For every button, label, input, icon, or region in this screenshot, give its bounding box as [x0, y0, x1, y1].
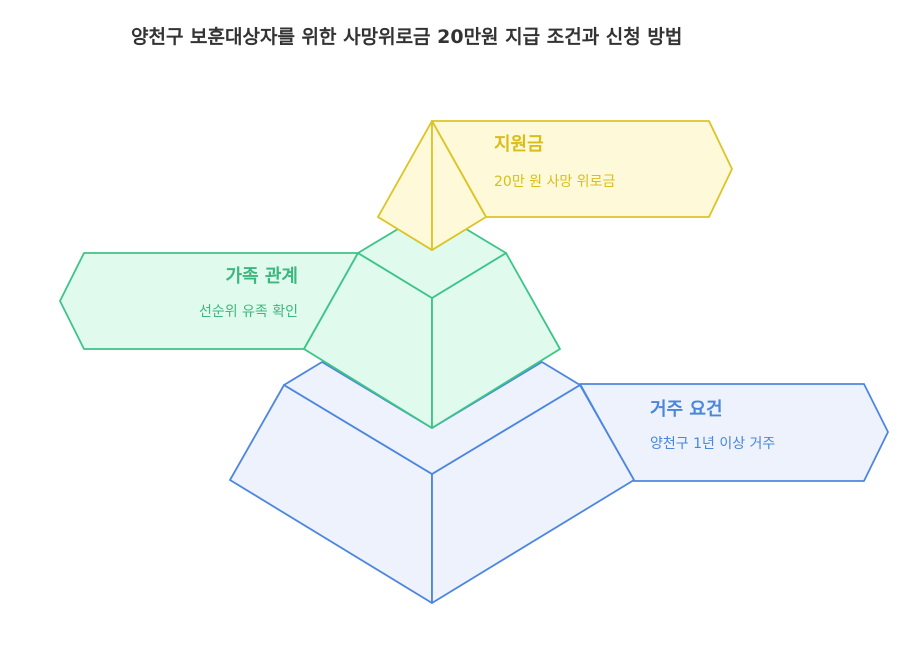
page-title: 양천구 보훈대상자를 위한 사망위로금 20만원 지급 조건과 신청 방법	[131, 26, 683, 48]
bottom-level-title: 거주 요건	[650, 399, 723, 420]
top-level-title: 지원금	[494, 134, 544, 155]
top-pyramid-face-left	[377, 120, 433, 251]
top-level-desc: 20만 원 사망 위로금	[494, 174, 615, 190]
middle-level-desc: 선순위 유족 확인	[199, 304, 298, 320]
level-middle: 가족 관계 선순위 유족 확인	[59, 228, 561, 429]
bottom-level-desc: 양천구 1년 이상 거주	[650, 436, 775, 452]
level-top: 지원금 20만 원 사망 위로금	[377, 120, 733, 251]
top-pyramid-face-right	[431, 120, 487, 251]
middle-level-title: 가족 관계	[225, 266, 298, 287]
bottom-pyramid-top	[283, 361, 581, 475]
level-bottom: 거주 요건 양천구 1년 이상 거주	[229, 361, 889, 604]
